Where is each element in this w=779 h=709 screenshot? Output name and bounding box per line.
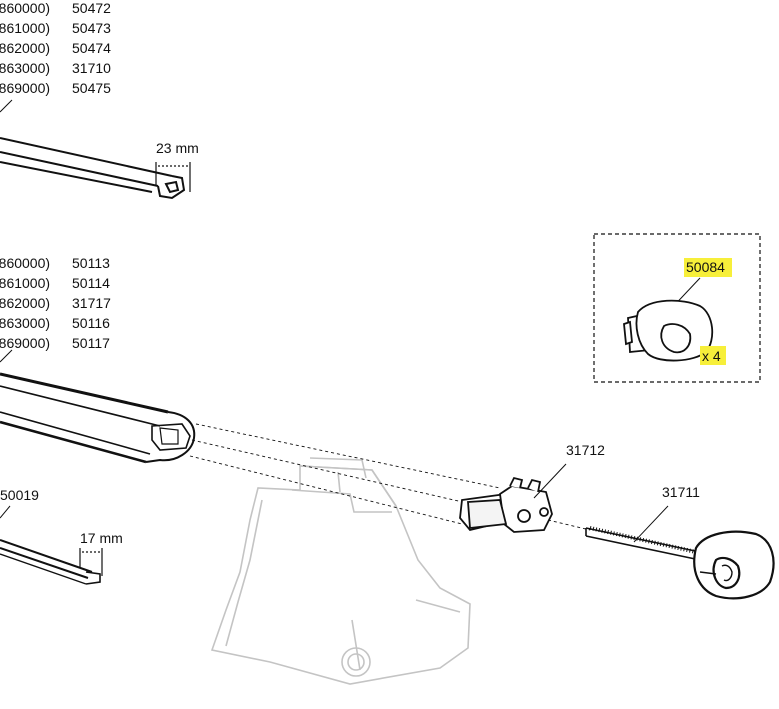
part-list-top-part-0: 50472 [72, 0, 111, 16]
part-list-top-code-2: (862000) [0, 40, 50, 56]
end-cap-bolt-illustration [585, 526, 775, 600]
part-list-middle-part-4: 50117 [72, 335, 110, 351]
part-list-top-part-1: 50473 [72, 20, 111, 36]
part-list-middle-code-0: (860000) [0, 255, 50, 271]
part-label-31712: 31712 [566, 442, 605, 458]
small-strip-illustration [0, 539, 101, 585]
foot-ghost-illustration [210, 457, 471, 685]
main-bar [0, 372, 196, 464]
part-list-middle-part-0: 50113 [72, 255, 110, 271]
part-list-top-code-3: (863000) [0, 60, 50, 76]
top-channel-bar [0, 137, 186, 200]
part-list-middle-part-2: 31717 [72, 295, 111, 311]
part-label-50019: 50019 [0, 487, 39, 503]
dimension-label-17mm: 17 mm [80, 530, 123, 546]
part-list-middle-code-1: (861000) [0, 275, 50, 291]
cap-inset-box [593, 233, 761, 383]
part-list-top-part-3: 31710 [72, 60, 111, 76]
assembly-guide-lines [189, 423, 591, 531]
top-channel-dimension [155, 162, 191, 192]
part-list-middle-code-4: (869000) [0, 335, 50, 351]
dimension-label-23mm: 23 mm [156, 140, 199, 156]
part-label-31711: 31711 [662, 484, 700, 500]
part-list-top-code-1: (861000) [0, 20, 50, 36]
part-list-middle-code-3: (863000) [0, 315, 50, 331]
part-list-middle-part-1: 50114 [72, 275, 110, 291]
cap-illustration [623, 299, 714, 362]
part-list-top-part-2: 50474 [72, 40, 111, 56]
end-adapter-illustration [459, 476, 553, 533]
part-list-top-code-4: (869000) [0, 80, 50, 96]
part-list-middle-part-3: 50116 [72, 315, 110, 331]
quantity-label: x 4 [702, 348, 721, 364]
part-label-50084: 50084 [686, 259, 725, 275]
part-list-middle: (860000) 50113 (861000) 50114 (862000) 3… [0, 255, 111, 351]
part-list-middle-code-2: (862000) [0, 295, 50, 311]
part-list-top: (860000) 50472 (861000) 50473 (862000) 5… [0, 0, 111, 96]
small-strip-dimension [79, 548, 103, 576]
part-list-top-part-4: 50475 [72, 80, 111, 96]
part-list-top-code-0: (860000) [0, 0, 50, 16]
